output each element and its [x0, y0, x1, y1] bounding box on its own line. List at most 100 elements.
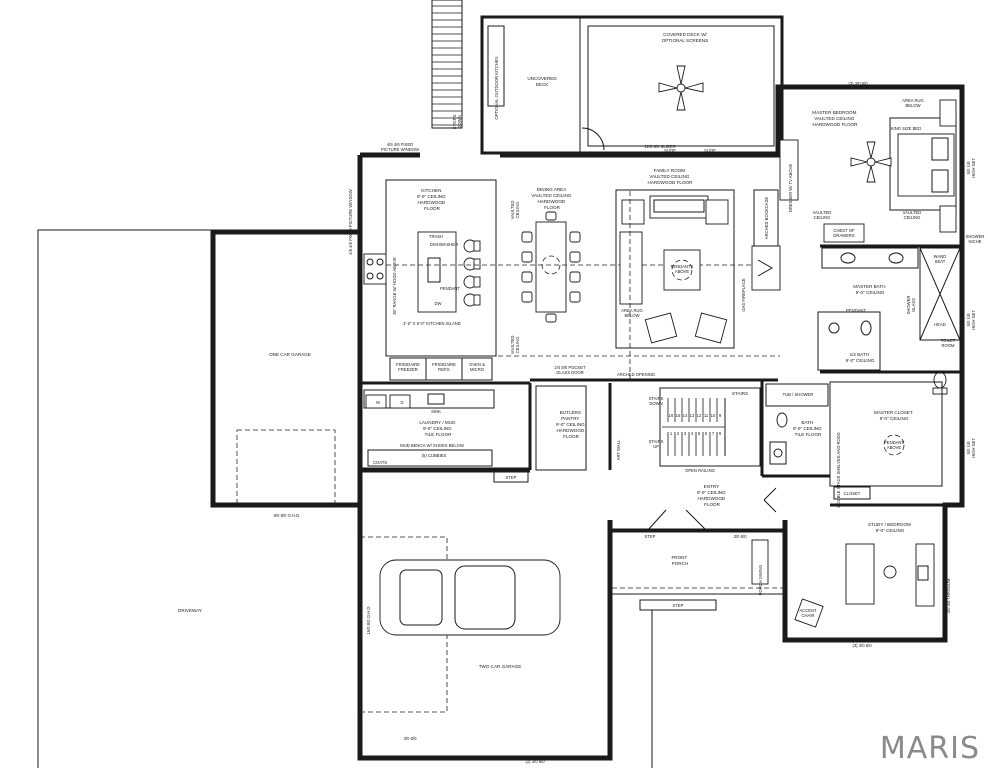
dining-table	[535, 221, 567, 313]
closet-label: CLOSET	[844, 491, 861, 496]
laundry-mud: W D SINK LAUNDRY / MUD 9'-0" CEILING TIL…	[363, 383, 532, 483]
stair-number: 4	[691, 431, 694, 436]
outdoor-kitchen-label: OPTIONAL OUTDOOR KITCHEN	[494, 56, 499, 119]
kitchen: KITCHEN 9'-0" CEILING HARDWOOD FLOOR 4'-…	[348, 142, 530, 385]
armchair-left	[644, 312, 678, 344]
ceiling-fan-icon	[658, 65, 704, 111]
garage-back-window-label: (2) 3/0 6/0	[525, 759, 545, 764]
stair-number: 5	[698, 431, 701, 436]
exterior-walls	[210, 84, 965, 761]
car-icon	[379, 559, 561, 636]
stair-number: 3	[684, 431, 687, 436]
stair-number: 13	[690, 413, 695, 418]
driveway-area: DRIVEWAY	[37, 229, 212, 768]
stair-number: 11	[704, 413, 709, 418]
half-bath-pendant: PENDANT	[846, 308, 866, 313]
stair-number: 10	[711, 413, 716, 418]
study-desk	[845, 543, 875, 605]
dresser	[779, 139, 799, 201]
king-bed	[897, 133, 955, 197]
stairs-label: STAIRS	[732, 391, 748, 396]
art-wall-label: ART WALL	[616, 439, 621, 460]
bar-stools	[463, 239, 481, 307]
entry-window-label: 3/0 6/0	[734, 534, 747, 539]
fireplace-label: GAS FIREPLACE	[741, 278, 746, 311]
slider-label: 12/0 8/0 SLIDER	[644, 144, 675, 149]
two-car-garage-label: TWO CAR GARAGE	[479, 664, 522, 669]
oven-label: OVEN &MICRO	[469, 362, 485, 372]
laundry-label: LAUNDRY / MUD 9'-0" CEILING TILE FLOOR	[419, 420, 456, 437]
garage-window-label: 3/0 6/0	[404, 736, 417, 741]
stair-number: 6	[705, 431, 708, 436]
watermark-logo: MARIS	[879, 731, 980, 766]
sofa	[649, 195, 709, 219]
range-icon	[363, 253, 387, 285]
mud-bench-label: MUD BENCH W/ SHOES BELOW	[400, 443, 464, 448]
master-bath-label: MASTER BATH 9'-0" CEILING	[853, 284, 887, 295]
master-window-label: (3) 3/0 6/0	[848, 81, 868, 86]
dresser-label: DRESSER W/ TV ABOVE	[788, 164, 793, 213]
washer-label: W	[376, 400, 380, 405]
stairs-down-label: STAIRSDOWN	[452, 114, 462, 129]
master-closet-label: MASTER CLOSET 9'-0" CEILING	[874, 410, 914, 421]
range-label: 36" RANGE W/ HOOD ABOVE	[392, 257, 397, 315]
king-bed-label: KING SIZE BED	[891, 126, 921, 131]
closet-window: 5/0 1/8HIGH SET	[966, 438, 976, 458]
butlers-pantry: BUTLERS PANTRY 9'-0" CEILING HARDWOOD FL…	[535, 383, 621, 471]
master-bath-window: 5/0 1/8HIGH SET	[966, 310, 976, 330]
dryer-label: D	[400, 400, 403, 405]
side-window-label: 4/6 4/6 FIXED PICTURE WINDOW	[348, 189, 353, 254]
porch-swing	[751, 539, 769, 585]
fixed-label-1: FIXED	[637, 151, 649, 156]
toilet-icon	[933, 371, 947, 389]
trash-label: TRASH	[429, 234, 443, 239]
master-bedroom-label: MASTER BEDROOM VAULTED CEILING HARDWOOD …	[812, 110, 858, 127]
fixed-label-2: FIXED	[724, 151, 736, 156]
slide-label-1: SLIDE	[664, 148, 676, 153]
entry-label: ENTRY 9'-0" CEILING HARDWOOD FLOOR	[697, 484, 727, 507]
deck-stairs: STAIRSDOWN	[431, 0, 463, 129]
bookcase-label: ARCHED BOOKCASE	[764, 197, 769, 240]
fireplace-icon	[751, 245, 781, 291]
kitchen-pendant-label: PENDANT	[440, 286, 460, 291]
dishwasher-label: DISHWASHER	[430, 242, 458, 247]
stair-number: 8	[719, 431, 722, 436]
armchair-right	[694, 312, 728, 344]
coffee-table	[663, 249, 701, 291]
arched-opening-label: ARCHED OPENING	[617, 372, 655, 377]
bath-toilet-icon	[776, 412, 788, 428]
study-transom-label: 3/0 3/0 TRANSOM	[946, 578, 951, 613]
one-car-garage-label: ONE CAR GARAGE	[269, 352, 311, 357]
slide-label-2: SLIDE	[704, 148, 716, 153]
porch-swing-label: PORCH SWING	[758, 565, 763, 595]
stair-number: 9	[719, 413, 722, 418]
entry: ENTRY 9'-0" CEILING HARDWOOD FLOOR STEP …	[610, 484, 785, 539]
dining-area: DINING AREA VAULTED CEILING HARDWOOD FLO…	[386, 187, 760, 354]
double-stack-label: DOUBLE STACK SHELVES AND RODS	[836, 432, 841, 507]
driveway-label: DRIVEWAY	[178, 608, 202, 613]
tub-label: TUB / SHOWER	[783, 392, 814, 397]
dw-label: DW	[435, 301, 442, 306]
garage-door-2-label: 16/0 8/0 O.H.D.	[366, 605, 371, 634]
one-car-garage: ONE CAR GARAGE 9/0 8/0 O.H.D.	[236, 352, 336, 518]
dining-chairs	[521, 211, 581, 323]
stair-number: 12	[697, 413, 702, 418]
front-porch-label: FRONT PORCH	[671, 555, 688, 566]
